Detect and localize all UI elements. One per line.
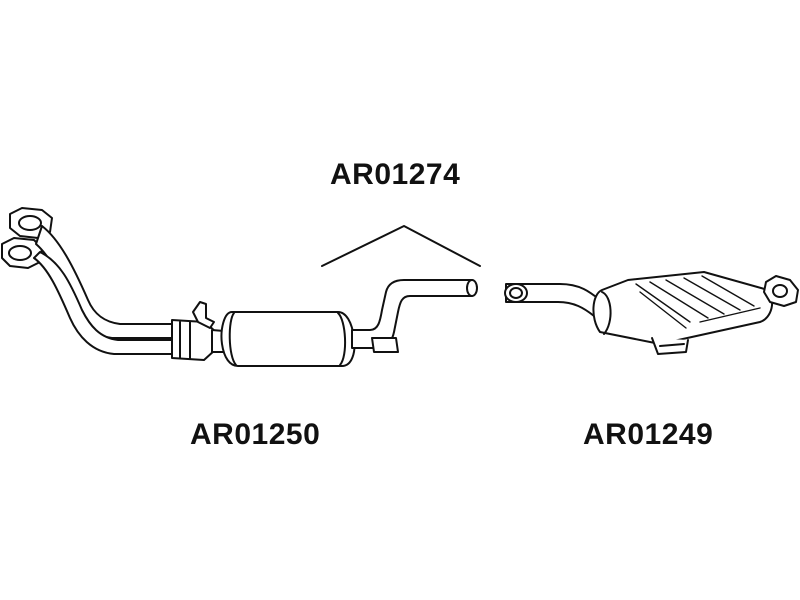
- middle-part-indicator: [321, 225, 481, 267]
- part-code-front: AR01250: [190, 418, 321, 451]
- front-tail-pipe: [351, 279, 473, 349]
- rear-exhaust-section: [504, 271, 799, 355]
- rear-outlet-flange: [763, 275, 799, 307]
- front-silencer: [220, 311, 356, 367]
- part-code-middle: AR01274: [330, 158, 461, 191]
- part-code-rear: AR01249: [583, 418, 714, 451]
- rear-silencer: [592, 271, 774, 345]
- front-exhaust-section: [1, 207, 478, 367]
- front-hanger-bracket: [192, 301, 215, 329]
